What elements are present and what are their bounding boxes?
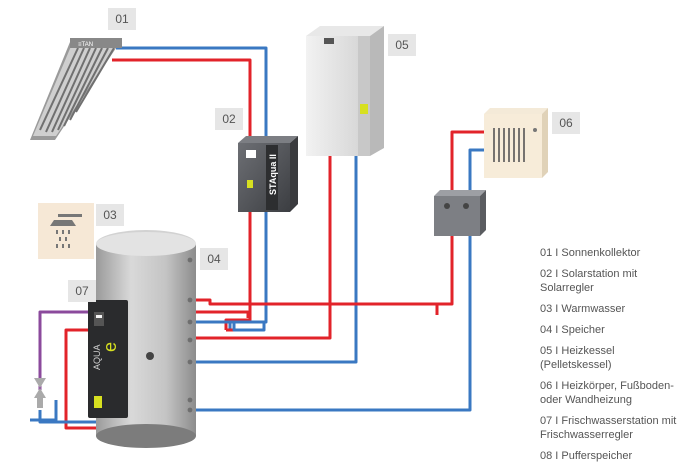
solar-collector: ≡TAN — [30, 38, 122, 140]
legend-item-04: 04 I Speicher — [540, 324, 605, 336]
heating-supply-pipe — [192, 235, 454, 306]
heating-station-box — [434, 190, 486, 236]
radiator — [484, 108, 548, 178]
badge-07: 07 — [68, 280, 96, 302]
legend-item-07: 07 I Frischwasserstation mit Frischwasse… — [540, 415, 677, 441]
legend-item-08: 08 I Pufferspeicher — [540, 450, 633, 462]
heating-return-pipe — [192, 235, 472, 412]
aqua-e-text: e — [100, 342, 120, 352]
legend-item-05: 05 I Heizkessel (Pelletskessel) — [540, 345, 615, 371]
pellet-boiler — [306, 26, 384, 156]
fw-cold-bottom — [38, 410, 98, 424]
badge-06: 06 — [552, 112, 580, 134]
boiler-hot-pipe — [192, 155, 332, 340]
fresh-water-station: AQUA e — [88, 300, 128, 418]
pipe-network — [30, 46, 486, 430]
fw-hot-out — [64, 328, 100, 430]
badge-01: 01 — [108, 8, 136, 30]
legend-item-06: 06 I Heizkörper, Fußboden- oder Wandheiz… — [540, 380, 674, 406]
badge-02: 02 — [215, 108, 243, 130]
solar-to-tank-cold — [192, 320, 266, 332]
solar-brand-text: ≡TAN — [78, 42, 93, 48]
legend: 01 I Sonnenkollektor 02 I Solarstation m… — [540, 246, 688, 470]
solar-to-tank-hot — [192, 310, 250, 318]
badge-05: 05 — [388, 34, 416, 56]
badge-03: 03 — [96, 204, 124, 226]
boiler-cold-pipe — [192, 155, 358, 364]
solar-station: STAqua II — [238, 136, 298, 212]
station-label-text: STAqua II — [268, 154, 278, 195]
legend-item-03: 03 I Warmwasser — [540, 303, 626, 315]
legend-item-02: 02 I Solarstation mit Solarregler — [540, 268, 638, 294]
heating-hot-pipe — [450, 130, 486, 195]
fw-mixed-pipe — [38, 310, 96, 390]
badge-04: 04 — [200, 248, 228, 270]
solar-cold-pipe — [116, 46, 268, 330]
aqua-label-text: AQUA — [92, 344, 102, 370]
shower-icon — [38, 203, 94, 259]
heating-cold-pipe — [468, 148, 486, 195]
legend-item-01: 01 I Sonnenkollektor — [540, 247, 641, 259]
valve-icon — [34, 378, 46, 408]
